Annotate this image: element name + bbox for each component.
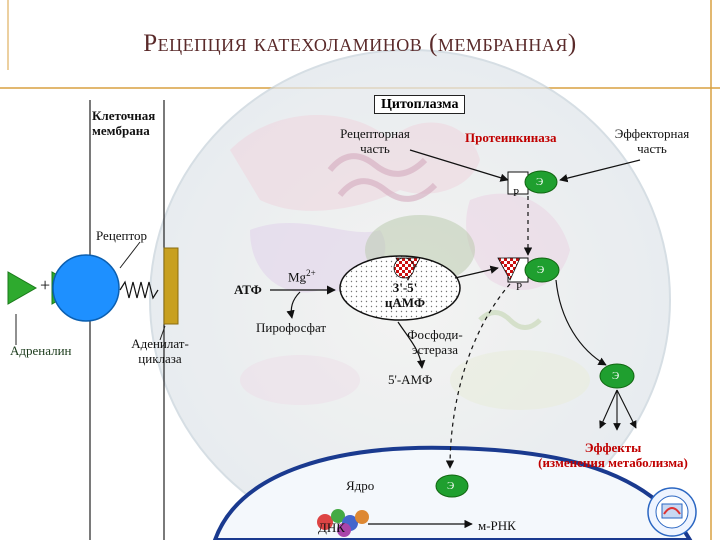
camp-to-amp-arrow: [397, 321, 426, 369]
camp-checker-dot: [393, 257, 415, 279]
camp-to-pk-arrow: [454, 265, 499, 279]
effector-part-label: Эффекторная часть: [614, 126, 690, 156]
cell-membrane-label: Клеточная мембрана: [92, 108, 156, 138]
title-text: Рецепция катехоламинов (мембранная): [143, 30, 577, 57]
receptor-part-label: Рецепторная часть: [340, 126, 410, 156]
pk-top-e-letter: Э: [536, 176, 544, 188]
mrna-label: м-РНК: [478, 518, 516, 533]
nucleus-effector: [435, 474, 469, 498]
phosphodiesterase-label: Фосфоди- эстераза: [407, 327, 463, 357]
atp-label: АТФ: [234, 282, 262, 297]
pyrophosphate-arrow: [286, 291, 301, 319]
free-effector: [599, 363, 635, 389]
adrenaline-triangle: [7, 271, 38, 305]
slide-title: Рецепция катехоламинов (мембранная): [0, 30, 720, 58]
dna-molecule: [317, 509, 369, 537]
receptor-part-arrow: [409, 149, 509, 182]
receptor-circle: [52, 254, 120, 322]
free-effector-letter: Э: [612, 370, 620, 382]
pk-top-p-letter: Р: [513, 187, 520, 199]
receptor-label: Рецептор: [96, 228, 148, 243]
nucleus-effector-letter: Э: [447, 480, 455, 492]
pk-bottom-e-letter: Э: [537, 264, 545, 276]
dna-label: ДНК: [318, 520, 345, 535]
mg-label: Mg2+: [288, 266, 316, 284]
cytoplasm-label: Цитоплазма: [374, 95, 466, 114]
effects-arrow-1: [599, 389, 618, 429]
camp-ellipse: [339, 255, 461, 321]
plus-sign: +: [40, 275, 51, 295]
camp-label: 3'-5' цАМФ: [384, 280, 426, 310]
mg-text: Mg: [288, 269, 307, 285]
adenylate-cyclase-bar: [163, 247, 179, 325]
pk-bottom-checker: [497, 257, 521, 281]
protein-kinase-label: Протеинкиназа: [465, 130, 557, 145]
cyclase-leader: [159, 325, 166, 341]
effects-label: Эффекты (изменения метаболизма): [538, 440, 688, 470]
receptor-leader: [119, 241, 141, 269]
effects-arrow-3: [616, 389, 637, 429]
pk-bottom-p-letter: Р: [516, 281, 523, 293]
pk-top-receptor-shape: [507, 171, 529, 195]
mg-superscript: 2+: [306, 268, 316, 278]
pk-top-effector-shape: [524, 170, 558, 194]
amp-label: 5'-АМФ: [388, 372, 433, 387]
g-protein-link: [119, 280, 159, 300]
effector-part-arrow: [559, 159, 641, 183]
adenylate-cyclase-label: Аденилат- циклаза: [131, 336, 189, 366]
pyrophosphate-label: Пирофосфат: [256, 320, 327, 335]
nucleus-label: Ядро: [346, 478, 375, 493]
institution-logo: [647, 487, 697, 537]
pk-to-effector-arrow: [555, 279, 607, 366]
adrenaline-label: Адреналин: [10, 343, 72, 358]
pk-bottom-effector-shape: [524, 257, 560, 283]
